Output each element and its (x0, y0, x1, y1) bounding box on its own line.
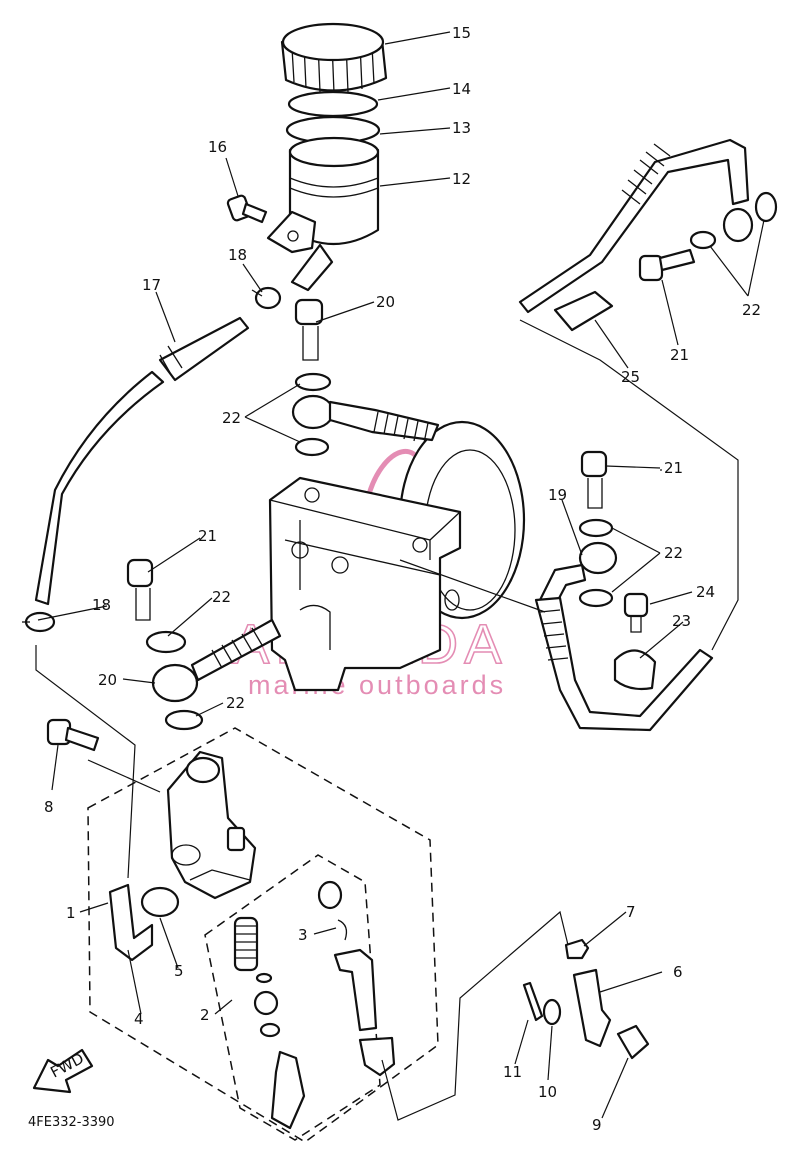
callouts: 15 14 13 12 16 18 17 20 22 18 21 22 20 2… (44, 24, 761, 1134)
spring-2 (233, 916, 306, 1130)
callout-23: 23 (672, 612, 691, 630)
callout-22-upper-right: 22 (742, 301, 761, 319)
hose-clip-upper (251, 286, 282, 310)
bolt-8-line (87, 759, 161, 793)
callout-21-upper-right: 21 (670, 346, 689, 364)
banjo-bolt-left (126, 558, 282, 731)
callout-4: 4 (134, 1010, 144, 1028)
routing-line-left (35, 645, 136, 879)
callout-10: 10 (538, 1083, 557, 1101)
routing-line-mid (399, 559, 546, 613)
callout-21-left: 21 (198, 527, 217, 545)
reservoir-nipple (290, 243, 334, 292)
screw-16 (226, 194, 268, 224)
callout-1: 1 (66, 904, 76, 922)
bracket-25 (553, 290, 614, 332)
callout-7: 7 (626, 903, 636, 921)
watermark-tagline: marine outboards (248, 670, 506, 700)
piston-3 (317, 880, 396, 1077)
return-pipe-upper (518, 138, 778, 314)
callout-13: 13 (452, 119, 471, 137)
callout-5: 5 (174, 962, 184, 980)
callout-3: 3 (298, 926, 308, 944)
callout-8: 8 (44, 798, 54, 816)
callout-21-top: 20 (376, 293, 395, 311)
pump-internals-frame (87, 727, 439, 1143)
bolt-21-upper-right (638, 230, 717, 282)
reservoir-assembly (266, 22, 388, 292)
banjo-bolt-top (291, 298, 440, 457)
callout-6: 6 (673, 963, 683, 981)
callout-15: 15 (452, 24, 471, 42)
routing-line-right (519, 319, 739, 651)
leader-lines (37, 31, 765, 1119)
callout-22-left: 22 (212, 588, 231, 606)
callout-11: 11 (503, 1063, 522, 1081)
front-direction-icon: FWD (32, 1048, 94, 1094)
callout-17: 17 (142, 276, 161, 294)
banjo-bolt-right (534, 450, 714, 732)
routing-line-lower (381, 910, 569, 1121)
callout-24: 24 (696, 583, 715, 601)
pump-body (166, 750, 257, 900)
diagram-code: 4FE332-3390 (28, 1115, 115, 1130)
callout-18-lower: 18 (92, 596, 111, 614)
callout-20: 20 (98, 671, 117, 689)
callout-22-right: 22 (664, 544, 683, 562)
diaphragm (287, 90, 379, 118)
clamp-23 (613, 592, 657, 691)
callout-12: 12 (452, 170, 471, 188)
reservoir-hose (34, 316, 250, 606)
pump-pipe (108, 883, 154, 962)
hose-clip-lower (22, 611, 56, 633)
callout-19: 19 (548, 486, 567, 504)
callout-9: 9 (592, 1116, 602, 1134)
seal-5 (140, 886, 180, 918)
hydraulic-unit (268, 420, 526, 692)
callout-14: 14 (452, 80, 471, 98)
reservoir-bracket (266, 210, 317, 254)
callout-18-upper: 18 (228, 246, 247, 264)
callout-25: 25 (621, 368, 640, 386)
linkage-6 (522, 938, 650, 1060)
callout-22-top: 22 (222, 409, 241, 427)
callout-16: 16 (208, 138, 227, 156)
bolt-8 (46, 718, 100, 752)
callout-21-right: 21 (664, 459, 683, 477)
callout-22-lower: 22 (226, 694, 245, 712)
callout-2: 2 (200, 1006, 210, 1024)
valve-parts-frame (204, 854, 381, 1141)
